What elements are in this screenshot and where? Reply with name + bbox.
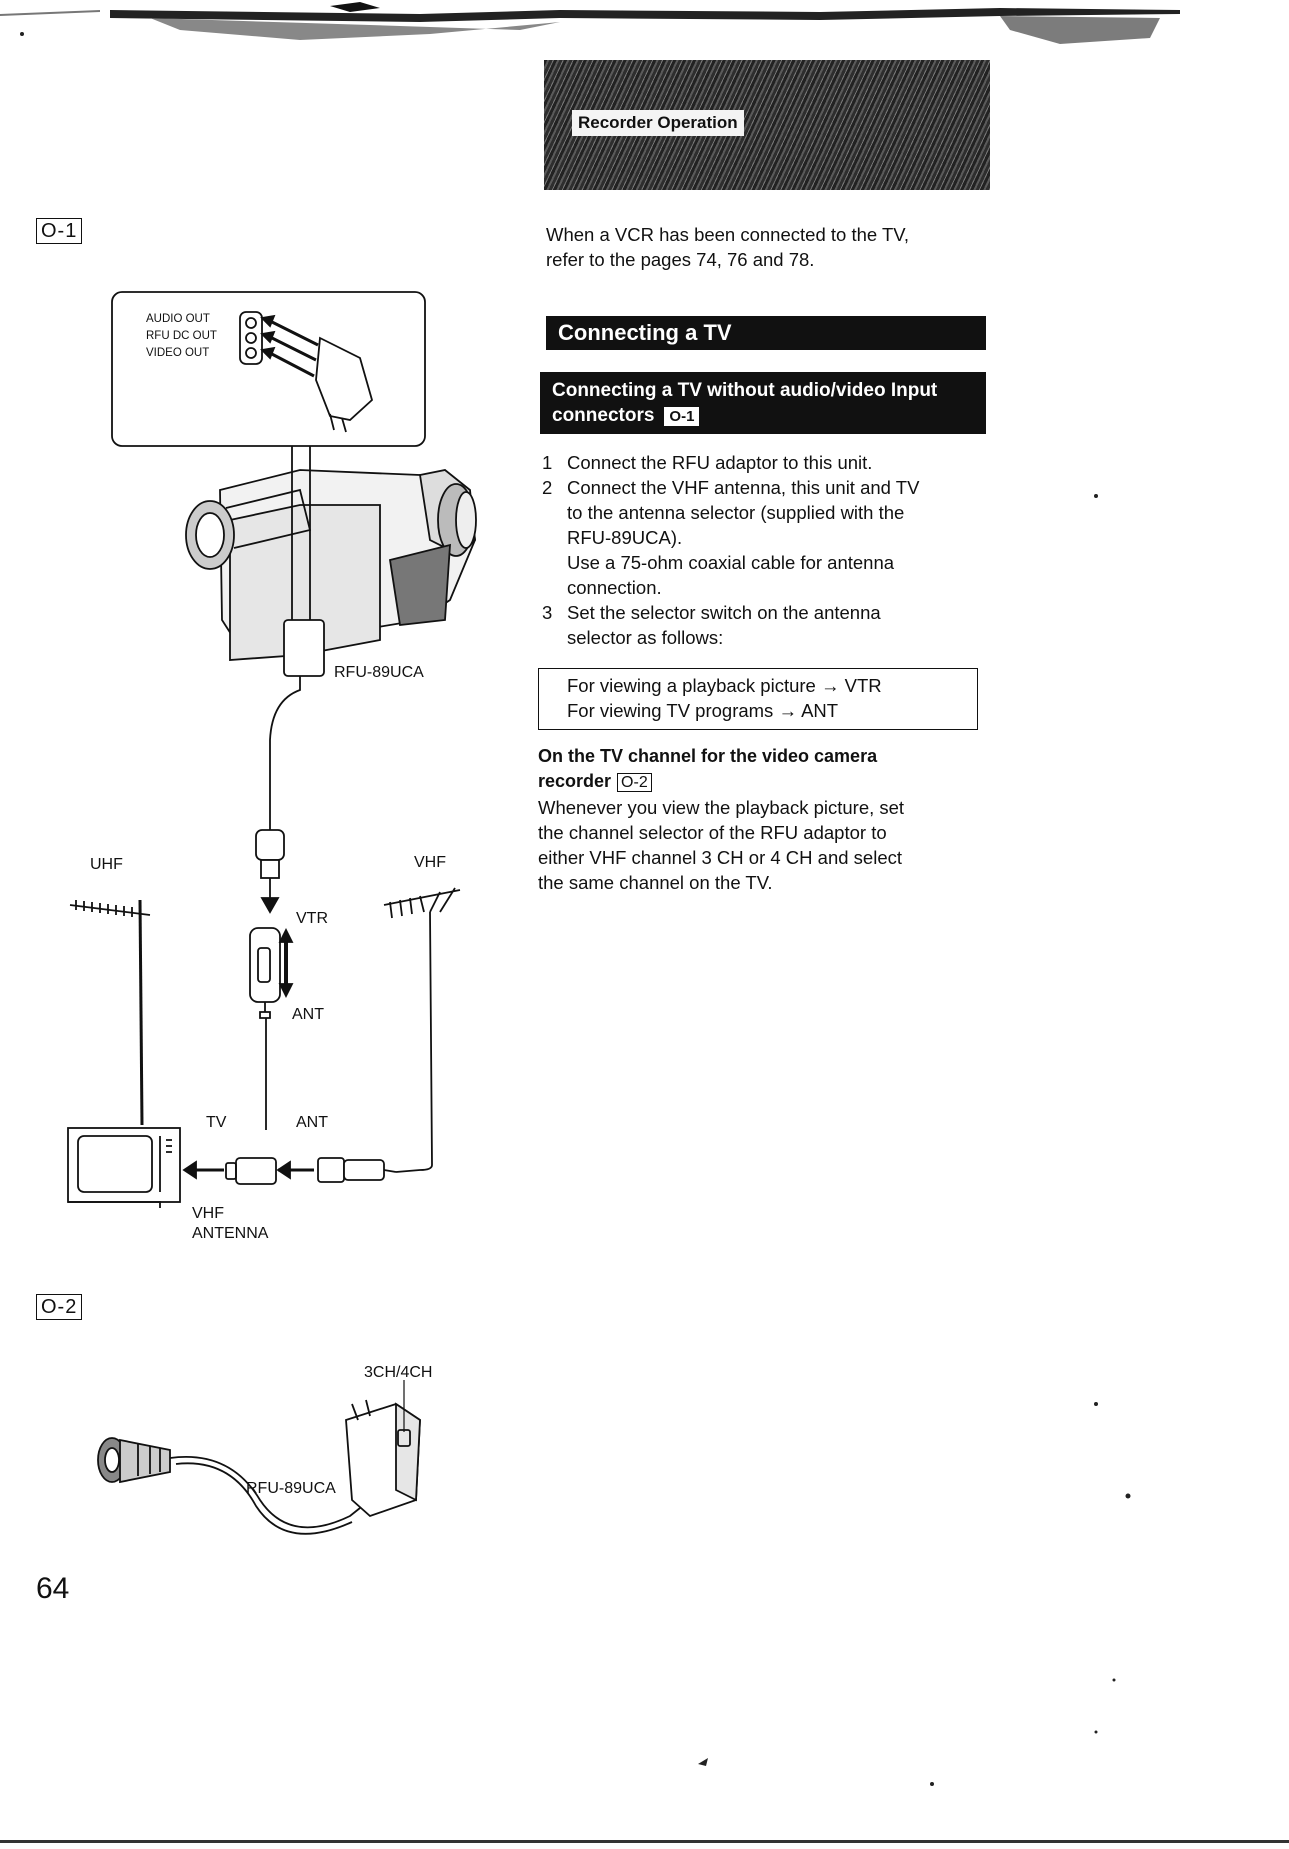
- step-line: Connect the RFU adaptor to this unit.: [567, 452, 873, 473]
- subsection-title-line1: Connecting a TV without audio/video Inpu…: [552, 380, 938, 401]
- figure-label-o2: O-2: [36, 1294, 83, 1320]
- ant-input-label: ANT: [296, 1114, 328, 1131]
- channel-note-line: the channel selector of the RFU adaptor …: [538, 822, 887, 843]
- subsection-title-line2: connectors O-1: [552, 403, 974, 428]
- vhf-antenna-line1: VHF: [192, 1205, 224, 1222]
- channel-note-heading-line1: On the TV channel for the video camera: [538, 746, 878, 766]
- step-line: to the antenna selector (supplied with t…: [567, 502, 905, 523]
- channel-note-figure-ref: O-2: [617, 773, 652, 792]
- step-item: 2 Connect the VHF antenna, this unit and…: [538, 475, 998, 600]
- figure-label-o1: O-1: [36, 218, 83, 244]
- section-header-tab: Recorder Operation: [544, 60, 990, 190]
- connection-diagram: [67, 291, 477, 1208]
- channel-label: 3CH/4CH: [364, 1364, 433, 1381]
- step-line: connection.: [567, 577, 662, 598]
- vtr-label: VTR: [296, 910, 328, 927]
- vhf-antenna-line2: ANTENNA: [192, 1225, 269, 1242]
- section-header-label: Recorder Operation: [572, 110, 744, 136]
- steps-list: 1 Connect the RFU adaptor to this unit. …: [538, 450, 998, 650]
- scan-noise-top: [0, 2, 1180, 44]
- vhf-antenna-label: VHF ANTENNA: [192, 1204, 268, 1244]
- tv-label: TV: [206, 1114, 227, 1131]
- intro-text: When a VCR has been connected to the TV,…: [546, 222, 909, 272]
- selector-settings-box: For viewing a playback picture → VTR For…: [538, 668, 978, 730]
- subsection-title-line2-text: connectors: [552, 405, 655, 426]
- channel-note-line: either VHF channel 3 CH or 4 CH and sele…: [538, 847, 903, 868]
- selector-line-vtr: For viewing a playback picture → VTR: [567, 675, 882, 696]
- intro-line-1: When a VCR has been connected to the TV,: [546, 224, 910, 245]
- selector-line-ant: For viewing TV programs → ANT: [567, 700, 839, 721]
- page-bottom-rule: [0, 1840, 1289, 1843]
- audio-out-label: AUDIO OUT: [146, 313, 210, 325]
- rfu-dc-out-label: RFU DC OUT: [146, 330, 217, 342]
- rfu-adaptor-label-2: RFU-89UCA: [246, 1480, 336, 1497]
- rfu-adaptor-diagram: [97, 1380, 421, 1535]
- channel-note-line: the same channel on the TV.: [538, 872, 773, 893]
- channel-note-heading-line2: recorder O-2: [538, 769, 998, 795]
- step-line: selector as follows:: [567, 627, 724, 648]
- step-line: RFU-89UCA).: [567, 527, 683, 548]
- step-line: Set the selector switch on the antenna: [567, 602, 881, 623]
- video-out-label: VIDEO OUT: [146, 347, 210, 359]
- subsection-figure-ref: O-1: [664, 407, 700, 426]
- step-line: Use a 75-ohm coaxial cable for antenna: [567, 552, 895, 573]
- channel-note: On the TV channel for the video camera r…: [538, 744, 998, 895]
- section-title-connecting-tv: Connecting a TV: [546, 316, 986, 350]
- step-number: 1: [542, 452, 553, 473]
- channel-note-heading-text: recorder: [538, 771, 612, 791]
- step-number: 3: [542, 602, 553, 623]
- step-number: 2: [542, 477, 553, 498]
- channel-note-line: Whenever you view the playback picture, …: [538, 797, 905, 818]
- vhf-label: VHF: [414, 854, 446, 871]
- intro-line-2: refer to the pages 74, 76 and 78.: [546, 249, 815, 270]
- step-line: Connect the VHF antenna, this unit and T…: [567, 477, 920, 498]
- uhf-label: UHF: [90, 856, 123, 873]
- subsection-title: Connecting a TV without audio/video Inpu…: [540, 372, 986, 434]
- step-item: 1 Connect the RFU adaptor to this unit.: [538, 450, 998, 475]
- rfu-adaptor-label: RFU-89UCA: [334, 664, 424, 681]
- ant-switch-label: ANT: [292, 1006, 324, 1023]
- step-item: 3 Set the selector switch on the antenna…: [538, 600, 998, 650]
- page-number: 64: [36, 1572, 70, 1605]
